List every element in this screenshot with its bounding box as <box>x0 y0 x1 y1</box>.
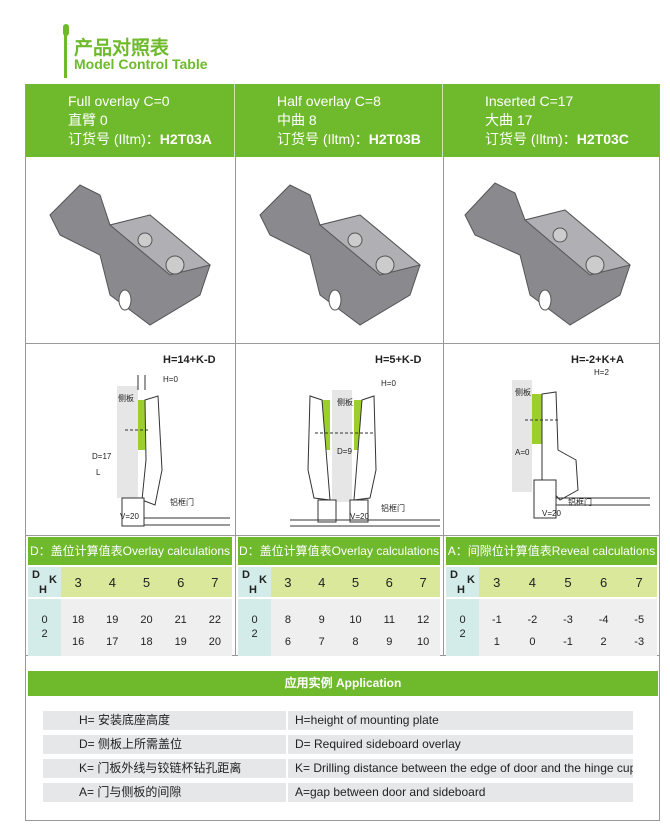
item-number: 订货号 (Iltm)：H2T03B <box>277 131 421 147</box>
label-sideboard: 侧板 <box>337 398 353 407</box>
diagram-inserted <box>512 380 650 519</box>
diagram-half-overlay <box>290 390 440 527</box>
model-name-cn: 中曲 8 <box>277 112 317 128</box>
label-door: 铝框门 <box>381 504 405 513</box>
header-full-overlay: Full overlay C=0 直臂 0 订货号 (Iltm)：H2T03A <box>26 84 235 157</box>
model-name-cn: 大曲 17 <box>485 112 533 128</box>
label-h: H=0 <box>381 379 396 388</box>
label-d: D=17 <box>92 452 112 461</box>
item-number: 订货号 (Iltm)：H2T03C <box>485 131 629 147</box>
label-l: L <box>96 468 101 477</box>
hinge-image-b <box>259 184 422 326</box>
header-half-overlay: Half overlay C=8 中曲 8 订货号 (Iltm)：H2T03B <box>235 84 443 157</box>
formula-c: H=-2+K+A <box>571 354 624 366</box>
calc-title: D：盖位计算值表Overlay calculations <box>28 537 232 565</box>
item-number: 订货号 (Iltm)：H2T03A <box>68 131 212 147</box>
application-header: 应用实例 Application <box>28 671 658 696</box>
model-name-cn: 直臂 0 <box>68 112 108 128</box>
label-v: V=20 <box>542 509 561 518</box>
hinge-image-c <box>464 182 632 326</box>
label-h: H=0 <box>163 375 178 384</box>
model-name: Inserted C=17 <box>485 93 574 109</box>
formula-b: H=5+K-D <box>375 354 422 366</box>
label-a: A=0 <box>515 448 530 457</box>
label-h: H=2 <box>594 368 609 377</box>
label-v: V=20 <box>350 512 369 521</box>
page-title-en: Model Control Table <box>74 56 208 72</box>
calc-title: D：盖位计算值表Overlay calculations <box>238 537 440 565</box>
label-sideboard: 侧板 <box>515 388 531 397</box>
label-sideboard: 侧板 <box>118 394 134 403</box>
label-v: V=20 <box>120 512 139 521</box>
model-name: Half overlay C=8 <box>277 93 381 109</box>
diagram-full-overlay <box>117 375 230 527</box>
model-name: Full overlay C=0 <box>68 93 170 109</box>
formula-a: H=14+K-D <box>163 354 216 366</box>
header-inserted: Inserted C=17 大曲 17 订货号 (Iltm)：H2T03C <box>443 84 659 157</box>
title-accent-line <box>64 26 67 78</box>
hinge-image-a <box>49 184 212 326</box>
label-door: 铝框门 <box>170 498 194 507</box>
label-d: D=9 <box>337 447 352 456</box>
page-title-cn: 产品对照表 <box>74 38 170 59</box>
calc-title: A：间隙位计算值表Reveal calculations <box>446 537 657 565</box>
label-door: 铝框门 <box>568 498 592 507</box>
